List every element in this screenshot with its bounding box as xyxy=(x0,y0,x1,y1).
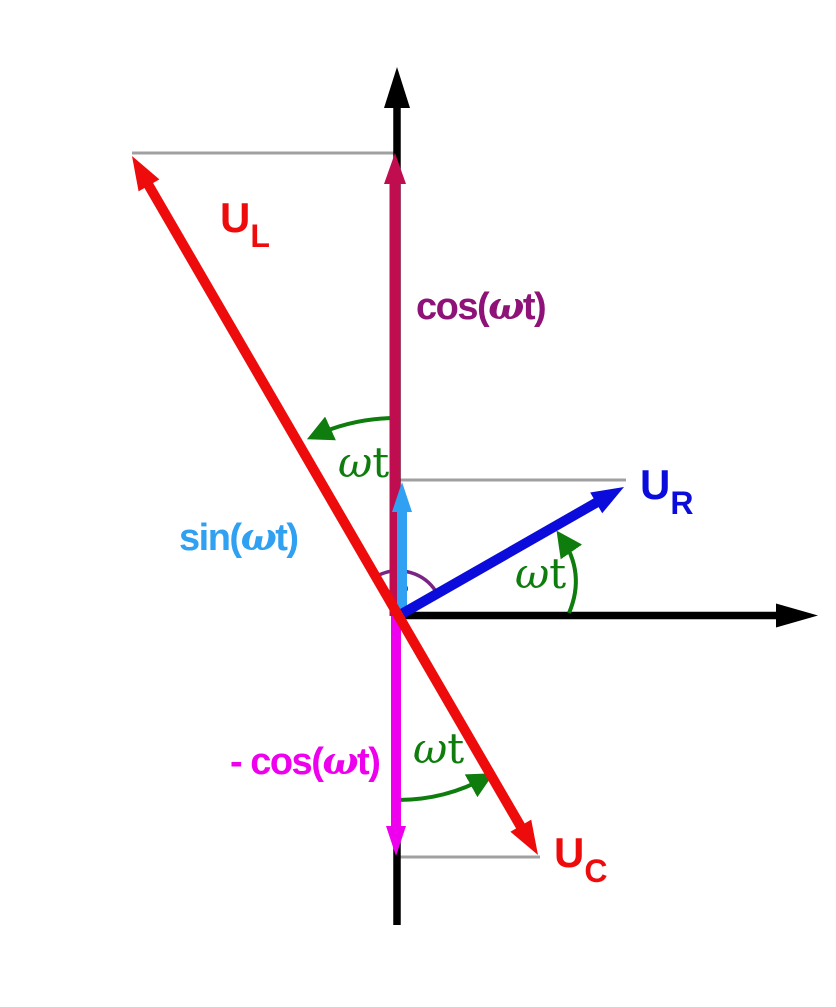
sin-vector-arrowhead-icon xyxy=(392,482,412,512)
neg-cos-vector xyxy=(386,616,406,856)
ul-arrowhead-icon xyxy=(132,156,160,192)
angle-arc-right xyxy=(556,530,583,614)
right-angle-arc xyxy=(378,569,438,593)
ul-uc-vector xyxy=(132,156,538,855)
wt-label-right: ωt xyxy=(515,549,567,598)
omega-glyph: ω xyxy=(240,514,277,559)
sin-vector xyxy=(392,482,412,616)
uc-label-sub: C xyxy=(584,853,607,889)
x-axis xyxy=(398,603,818,628)
omega-glyph: ω xyxy=(338,438,373,487)
uc-arrowhead-icon xyxy=(510,819,538,855)
cos-vector xyxy=(384,153,406,616)
ul-label-sub: L xyxy=(250,218,270,254)
cos-label: cos(ωt) xyxy=(416,283,547,328)
omega-glyph: ω xyxy=(515,549,550,598)
neg-cos-vector-arrowhead-icon xyxy=(386,826,406,856)
sin-label: sin(ωt) xyxy=(179,514,299,559)
x-axis-arrowhead-icon xyxy=(776,603,818,628)
ur-label-main: U xyxy=(640,461,670,508)
ul-uc-vector-line xyxy=(140,176,526,830)
omega-glyph: ω xyxy=(413,724,448,773)
ur-label: UR xyxy=(640,461,693,520)
uc-label: UC xyxy=(554,829,607,888)
y-axis-arrowhead-icon xyxy=(384,67,410,108)
ur-vector xyxy=(395,487,624,621)
ur-label-sub: R xyxy=(670,485,693,521)
wt-label-upper: ωt xyxy=(338,438,390,487)
angle-arc-lower xyxy=(397,773,494,802)
ul-label-main: U xyxy=(220,194,250,241)
cos-vector-arrowhead-icon xyxy=(384,153,406,184)
neg-cos-label: - cos(ωt) xyxy=(230,738,381,783)
wt-label-lower: ωt xyxy=(413,724,465,773)
omega-glyph: ω xyxy=(322,738,358,783)
ur-vector-arrowhead-icon xyxy=(590,487,624,514)
uc-label-main: U xyxy=(554,829,584,876)
ul-label: UL xyxy=(220,194,270,253)
angle-arc-upper xyxy=(306,415,399,441)
omega-glyph: ω xyxy=(488,283,524,328)
ur-vector-line xyxy=(395,495,604,621)
